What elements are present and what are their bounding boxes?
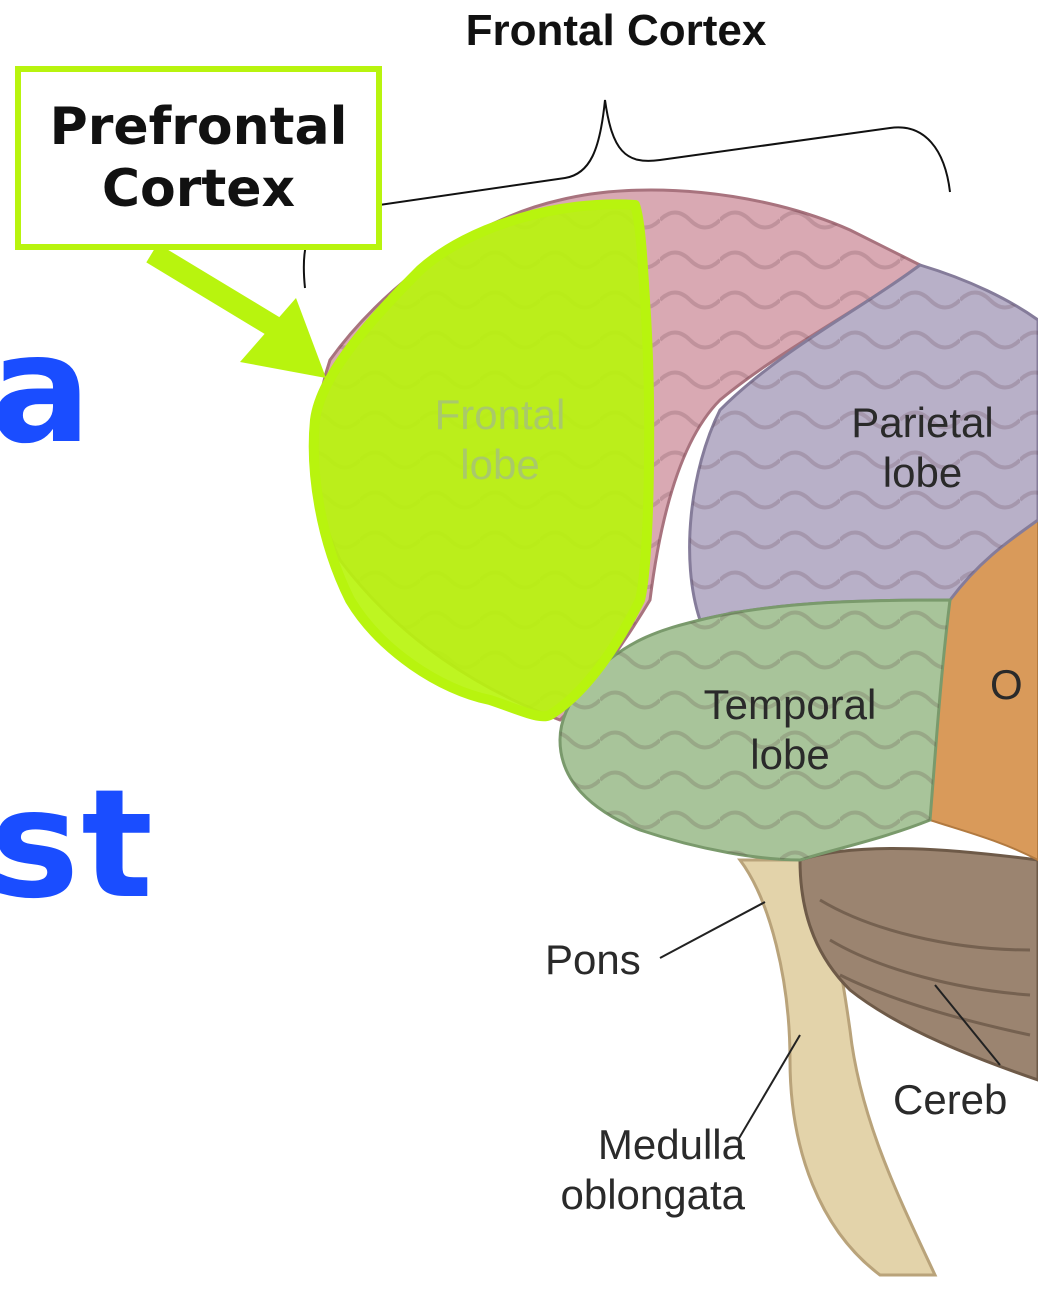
temporal-lobe-label: Temporal lobe	[665, 680, 915, 781]
prefrontal-cortex-callout: Prefrontal Cortex	[15, 66, 382, 250]
medulla-oblongata-label: Medulla oblongata	[480, 1120, 745, 1221]
occipital-lobe-label: O	[990, 660, 1038, 710]
frontal-cortex-label: Frontal Cortex	[396, 6, 836, 56]
parietal-lobe-label: Parietal lobe	[810, 398, 1035, 499]
callout-arrow-shaft	[152, 253, 286, 334]
frontal-lobe-label: Frontal lobe	[400, 390, 600, 491]
cerebellum-label: Cereb	[893, 1075, 1038, 1125]
prefrontal-cortex-label: Prefrontal Cortex	[29, 96, 369, 221]
pons-leader	[660, 902, 765, 958]
pons-label: Pons	[545, 935, 675, 985]
